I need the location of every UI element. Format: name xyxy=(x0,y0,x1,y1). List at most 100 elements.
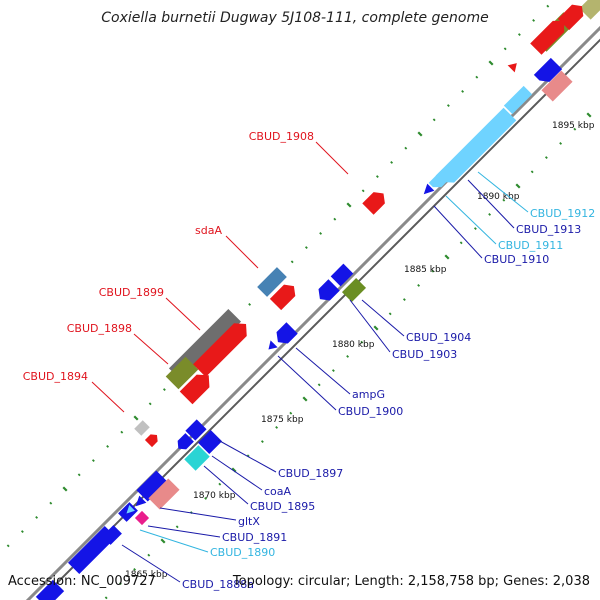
label-cbud-1894: CBUD_1894 xyxy=(23,370,88,383)
reverse-features xyxy=(102,57,573,545)
inner-tick-34 xyxy=(573,127,577,131)
feature-pink-1913 xyxy=(541,70,573,102)
label-cbud-1899: CBUD_1899 xyxy=(99,286,164,299)
outer-tick-21 xyxy=(290,260,294,264)
outer-tick-36 xyxy=(503,47,507,51)
outer-tick-1 xyxy=(6,544,10,548)
leader-cbud-1888a xyxy=(121,544,181,583)
outer-tick-5 xyxy=(62,486,68,492)
label-cbud-1904: CBUD_1904 xyxy=(406,331,471,344)
feature-red-1898c xyxy=(179,374,210,405)
label-cbud-1900: CBUD_1900 xyxy=(338,405,403,418)
forward-features xyxy=(35,0,600,600)
feature-blue-forward-1 xyxy=(136,470,168,502)
label-cbud-1890: CBUD_1890 xyxy=(210,546,275,559)
leader-cbud-1903 xyxy=(349,299,391,353)
kbp-label-1895: 1895 kbp xyxy=(552,121,595,131)
feature-cbud-1897b xyxy=(177,433,194,450)
label-cbud-1908: CBUD_1908 xyxy=(249,130,314,143)
label-sdaa: sdaA xyxy=(195,224,222,237)
inner-tick-19 xyxy=(360,340,364,344)
feature-cyan-1912a xyxy=(503,85,533,115)
outer-tick-38 xyxy=(532,18,536,22)
feature-pink-1 xyxy=(148,478,180,510)
feature-ampg xyxy=(276,322,298,344)
inner-tick-29 xyxy=(502,198,506,202)
outer-tick-28 xyxy=(390,160,394,164)
label-coaa: coaA xyxy=(264,485,292,498)
outer-tick-22 xyxy=(304,246,308,250)
leader-cbud-1904 xyxy=(361,299,405,337)
feature-red-small xyxy=(507,63,517,73)
outer-tick-12 xyxy=(162,388,166,392)
label-cbud-1912: CBUD_1912 xyxy=(530,207,595,220)
leader-coaa xyxy=(211,455,263,491)
outer-tick-32 xyxy=(446,104,450,108)
label-cbud-1903: CBUD_1903 xyxy=(392,348,457,361)
outer-tick-23 xyxy=(319,231,323,235)
feature-cbud-1895 xyxy=(184,445,210,471)
outer-tick-25 xyxy=(346,202,352,208)
outer-tick-8 xyxy=(106,444,110,448)
inner-tick-6 xyxy=(175,525,179,529)
feature-blue-1904b xyxy=(318,279,340,301)
leader-sdaa xyxy=(225,235,259,269)
inner-tick-32 xyxy=(544,156,548,160)
feature-cbud-1903 xyxy=(330,263,354,287)
outer-tick-4 xyxy=(49,501,53,505)
outer-tick-18 xyxy=(248,302,252,306)
feature-gltx xyxy=(134,510,150,526)
inner-tick-15 xyxy=(302,396,308,402)
feature-red-sdaa xyxy=(269,284,296,311)
leader-cbud-1897 xyxy=(217,439,277,473)
leader-cbud-1913 xyxy=(467,179,515,229)
outer-tick-27 xyxy=(375,175,379,179)
outer-tick-31 xyxy=(432,118,436,122)
inner-tick-4 xyxy=(147,553,151,557)
inner-tick-14 xyxy=(289,411,293,415)
inner-tick-23 xyxy=(417,283,421,287)
inner-tick-21 xyxy=(388,312,392,316)
label-ampg: ampG xyxy=(352,388,385,401)
label-cbud-1895: CBUD_1895 xyxy=(250,500,315,513)
summary-text: Topology: circular; Length: 2,158,758 bp… xyxy=(232,574,590,589)
inner-tick-13 xyxy=(275,425,279,429)
leader-cbud-1899 xyxy=(165,297,201,331)
leader-cbud-1890 xyxy=(139,529,209,553)
kbp-label-1880: 1880 kbp xyxy=(332,340,375,350)
leader-cbud-1898 xyxy=(133,333,169,365)
inner-tick-12 xyxy=(260,440,264,444)
outer-tick-34 xyxy=(475,75,479,79)
label-cbud-1910: CBUD_1910 xyxy=(484,253,549,266)
feature-blue-forward-3 xyxy=(35,579,65,600)
inner-tick-1 xyxy=(104,596,108,600)
inner-tick-33 xyxy=(559,141,563,145)
inner-tick-31 xyxy=(530,170,534,174)
kbp-label-1890: 1890 kbp xyxy=(477,192,520,202)
feature-cbud-1904 xyxy=(341,277,367,303)
outer-tick-26 xyxy=(361,189,365,193)
inner-tick-9 xyxy=(218,482,222,486)
label-cbud-1913: CBUD_1913 xyxy=(516,223,581,236)
feature-cbud-1888a xyxy=(102,525,122,545)
outer-tick-39 xyxy=(546,4,550,8)
leader-gltx xyxy=(159,507,237,521)
outer-tick-6 xyxy=(77,473,81,477)
inner-tick-20 xyxy=(373,325,379,331)
inner-tick-5 xyxy=(160,538,166,544)
inner-tick-24 xyxy=(431,269,435,273)
feature-red-top-1 xyxy=(557,4,584,31)
kbp-label-1885: 1885 kbp xyxy=(404,265,447,275)
label-gltx: gltX xyxy=(238,515,260,528)
accession-text: Accession: NC_009727 xyxy=(8,574,156,589)
leader-cbud-1891 xyxy=(147,525,221,538)
left-leader-lines xyxy=(91,141,349,413)
outer-tick-9 xyxy=(120,430,124,434)
feature-cbud-1898 xyxy=(165,356,199,390)
inner-tick-25 xyxy=(444,254,450,260)
right-leader-lines xyxy=(121,171,529,583)
feature-coaa xyxy=(197,429,223,455)
right-gene-labels: CBUD_1912 CBUD_1913 CBUD_1911 CBUD_1910 … xyxy=(182,207,595,591)
inner-tick-11 xyxy=(246,454,250,458)
